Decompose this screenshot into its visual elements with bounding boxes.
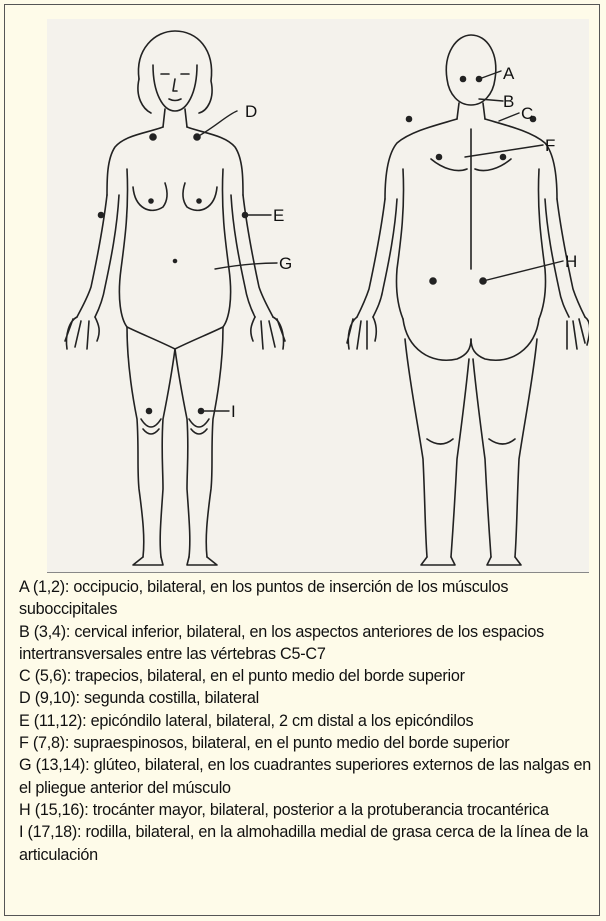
- label-D: D: [245, 102, 257, 121]
- legend-item-a: A (1,2): occipucio, bilateral, en los pu…: [19, 576, 591, 621]
- legend-item-f: F (7,8): supraespinosos, bilateral, en e…: [19, 732, 591, 754]
- back-body-figure: [347, 35, 589, 565]
- label-H: H: [565, 252, 577, 271]
- body-diagram: D E G I A B C F H: [47, 19, 589, 573]
- label-E: E: [273, 206, 284, 225]
- legend-item-b: B (3,4): cervical inferior, bilateral, e…: [19, 621, 591, 666]
- label-A: A: [503, 64, 515, 83]
- label-B: B: [503, 92, 514, 111]
- legend-item-e: E (11,12): epicóndilo lateral, bilateral…: [19, 710, 591, 732]
- legend-item-d: D (9,10): segunda costilla, bilateral: [19, 687, 591, 709]
- tender-points-legend: A (1,2): occipucio, bilateral, en los pu…: [19, 576, 591, 866]
- leader-lines: [197, 71, 563, 411]
- body-figures-svg: D E G I A B C F H: [47, 19, 589, 572]
- label-G: G: [279, 254, 292, 273]
- legend-item-i: I (17,18): rodilla, bilateral, en la alm…: [19, 821, 591, 866]
- legend-item-c: C (5,6): trapecios, bilateral, en el pun…: [19, 665, 591, 687]
- label-I: I: [231, 402, 236, 421]
- label-C: C: [521, 104, 533, 123]
- legend-item-h: H (15,16): trocánter mayor, bilateral, p…: [19, 799, 591, 821]
- label-F: F: [545, 136, 555, 155]
- legend-item-g: G (13,14): glúteo, bilateral, en los cua…: [19, 754, 591, 799]
- point-labels: D E G I A B C F H: [231, 64, 577, 421]
- figure-frame: D E G I A B C F H A (1,2): occipucio, bi…: [4, 4, 600, 916]
